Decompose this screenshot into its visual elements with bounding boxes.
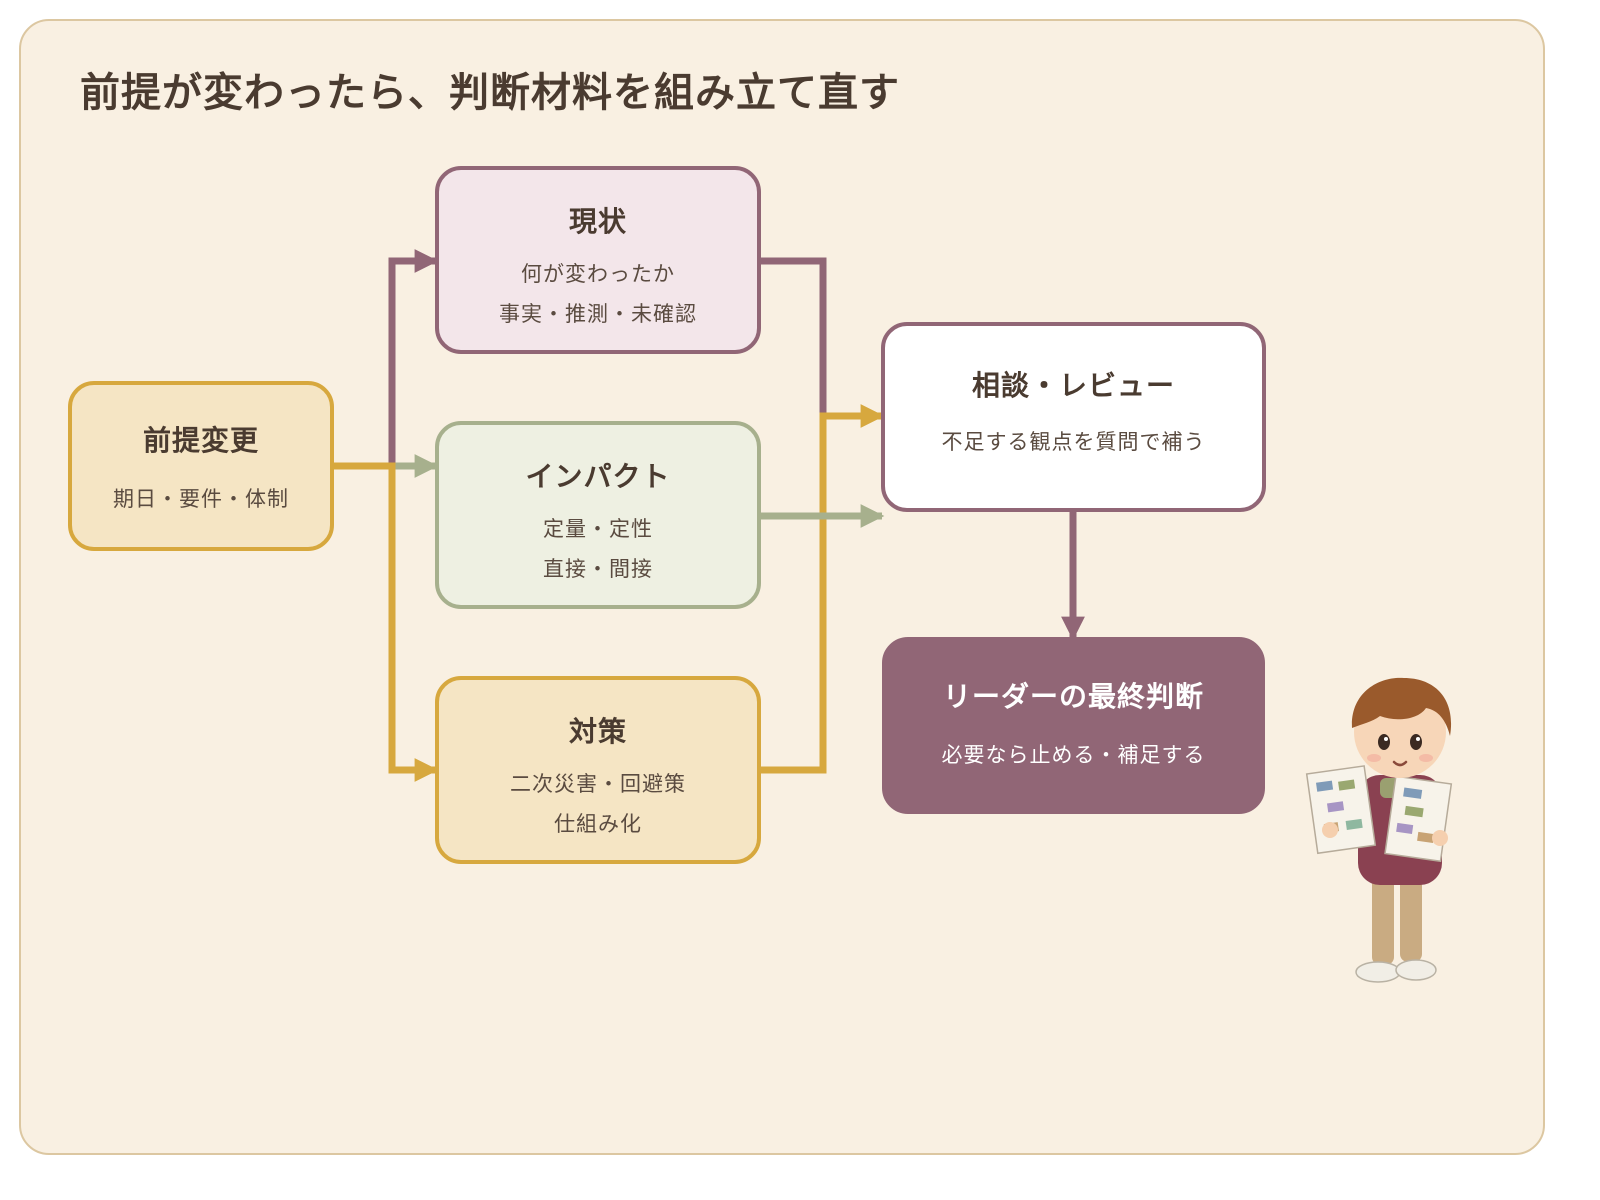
- node-leader-final-decision: リーダーの最終判断 必要なら止める・補足する: [882, 637, 1265, 814]
- illustration-hand: [1322, 822, 1338, 838]
- illustration-shoe: [1355, 961, 1401, 983]
- illustration-leg: [1400, 870, 1422, 962]
- edge-premise-current: [334, 249, 439, 470]
- node-countermeasure: 対策 二次災害・回避策 仕組み化: [435, 676, 761, 864]
- node-impact-sub-2: 直接・間接: [543, 557, 653, 581]
- node-impact: インパクト 定量・定性 直接・間接: [435, 421, 761, 609]
- boy-holding-diagram-illustration: [1305, 677, 1453, 983]
- node-premise-change: 前提変更 期日・要件・体制: [68, 381, 334, 551]
- illustration-right-sheet: [1384, 775, 1453, 863]
- edge-measure-review: [761, 404, 885, 774]
- illustration-mouth: [1392, 760, 1408, 767]
- node-premise-change-sub: 期日・要件・体制: [113, 487, 289, 511]
- node-countermeasure-title: 対策: [568, 715, 627, 748]
- node-countermeasure-sub-2: 仕組み化: [554, 812, 642, 836]
- node-leader-final-decision-sub: 必要なら止める・補足する: [941, 743, 1206, 767]
- node-current-state: 現状 何が変わったか 事実・推測・未確認: [435, 166, 761, 354]
- node-leader-final-decision-title: リーダーの最終判断: [942, 680, 1204, 713]
- node-consult-review-sub: 不足する観点を質問で補う: [941, 430, 1206, 454]
- page-title: 前提が変わったら、判断材料を組み立て直す: [80, 70, 900, 116]
- node-premise-change-title: 前提変更: [142, 424, 259, 457]
- illustration-left-sheet: [1305, 765, 1377, 855]
- node-current-state-title: 現状: [568, 205, 627, 238]
- node-consult-review: 相談・レビュー 不足する観点を質問で補う: [881, 322, 1266, 512]
- edge-current-review: [761, 257, 827, 416]
- edge-premise-measure: [334, 462, 439, 782]
- node-countermeasure-sub-1: 二次災害・回避策: [510, 772, 686, 796]
- node-current-state-sub-1: 何が変わったか: [521, 262, 675, 286]
- node-impact-sub-1: 定量・定性: [543, 517, 653, 541]
- node-current-state-sub-2: 事実・推測・未確認: [499, 302, 697, 326]
- illustration-hair: [1351, 677, 1452, 736]
- illustration-shoe: [1395, 959, 1437, 981]
- illustration-leg: [1372, 870, 1394, 965]
- illustration-eye: [1378, 734, 1390, 750]
- illustration-hand: [1432, 830, 1448, 846]
- illustration-eye: [1410, 734, 1422, 750]
- node-consult-review-title: 相談・レビュー: [971, 369, 1175, 402]
- diagram-panel: [19, 19, 1545, 1155]
- node-impact-title: インパクト: [525, 460, 671, 493]
